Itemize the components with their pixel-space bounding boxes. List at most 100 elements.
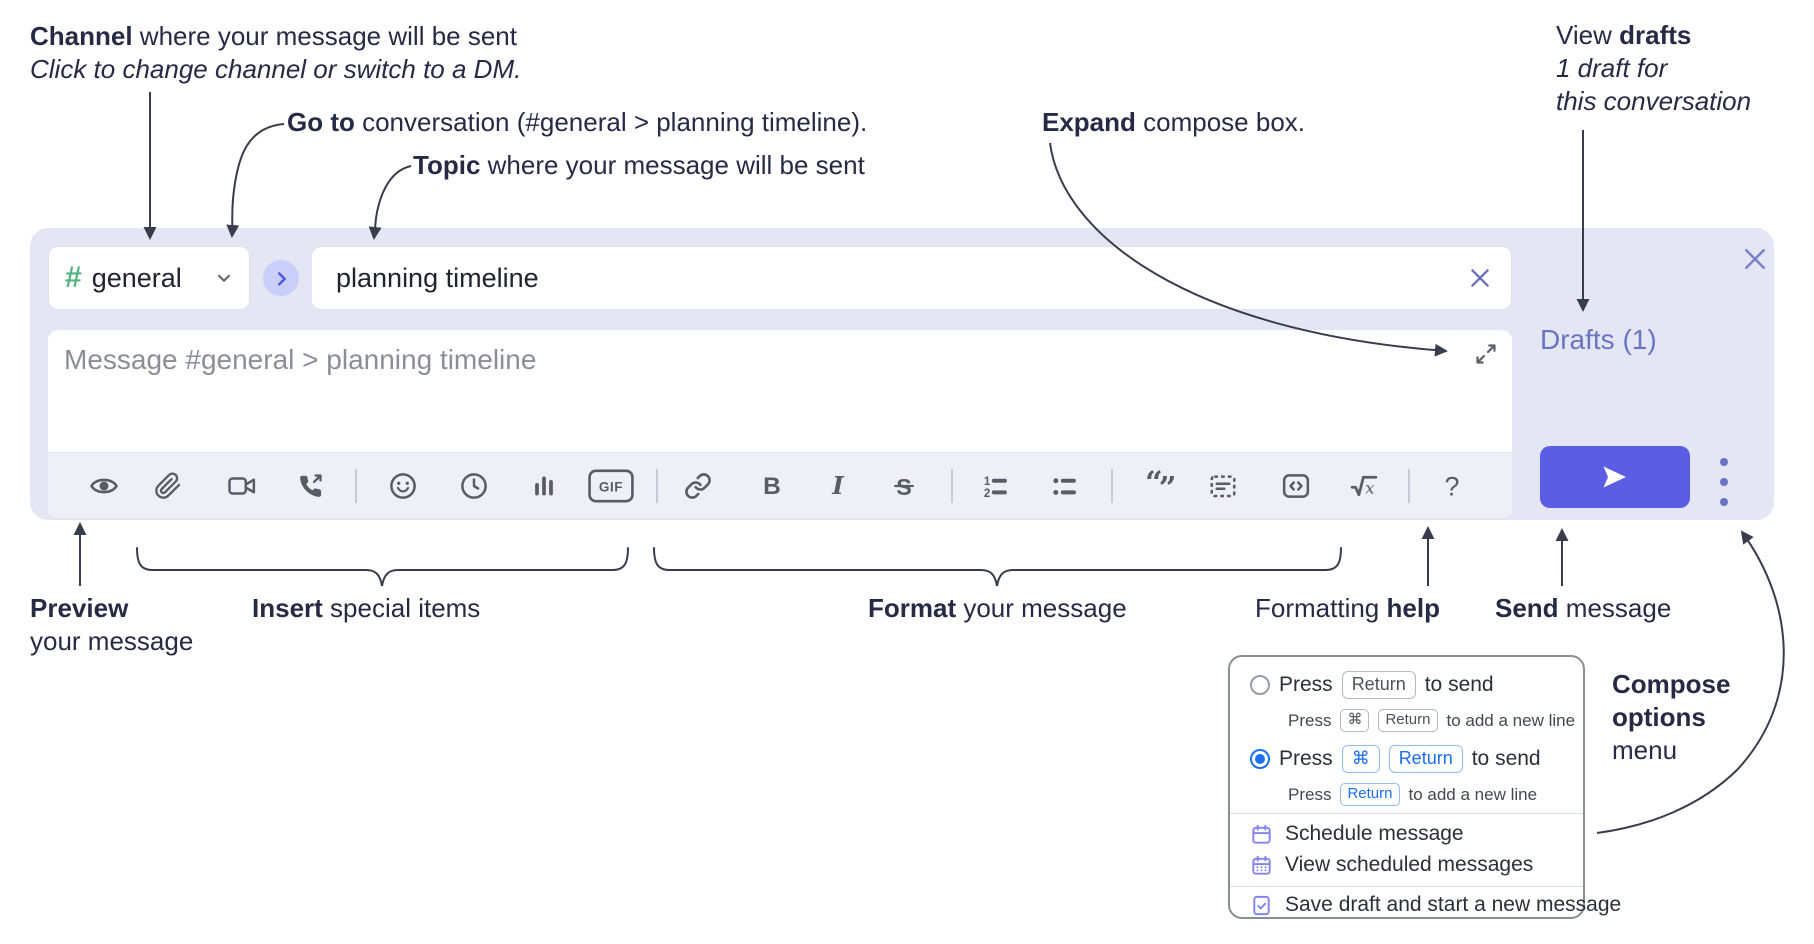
callout-send: Send message bbox=[1495, 593, 1672, 623]
compose-options-menu: Press Return to send Press ⌘ Return to a… bbox=[1228, 655, 1621, 919]
toolbar-divider bbox=[951, 469, 953, 503]
paperclip-icon bbox=[155, 472, 181, 499]
ordered-list-icon: 12 bbox=[984, 475, 1007, 500]
call-button[interactable] bbox=[288, 464, 332, 508]
link-button[interactable] bbox=[676, 464, 720, 508]
video-camera-icon bbox=[228, 477, 256, 495]
radio-selected[interactable] bbox=[1250, 749, 1270, 769]
code-block-icon bbox=[1210, 475, 1236, 498]
toolbar-divider bbox=[656, 469, 658, 503]
return-keycap: Return bbox=[1378, 709, 1438, 732]
calendar-grid-icon bbox=[1250, 854, 1273, 877]
formula-button[interactable]: x bbox=[1342, 464, 1386, 508]
svg-text:1: 1 bbox=[984, 475, 991, 488]
calendar-icon bbox=[1250, 823, 1273, 846]
chevron-right-icon bbox=[272, 269, 291, 288]
insert-brace bbox=[136, 547, 629, 587]
preview-button[interactable] bbox=[82, 464, 126, 508]
clear-topic-icon[interactable] bbox=[1467, 265, 1493, 291]
return-keycap: Return bbox=[1341, 671, 1416, 699]
italic-icon: I bbox=[831, 471, 845, 500]
svg-text:2: 2 bbox=[984, 487, 991, 500]
compose-options-button[interactable] bbox=[1716, 454, 1732, 510]
bullet-list-icon bbox=[1053, 478, 1076, 495]
goto-arrow bbox=[226, 123, 285, 238]
topic-input[interactable]: planning timeline bbox=[311, 246, 1512, 310]
quote-icon: “” bbox=[1145, 465, 1176, 507]
channel-hash-icon: # bbox=[65, 261, 82, 294]
code-icon bbox=[1282, 474, 1310, 498]
callout-channel-bold: Channel bbox=[30, 21, 133, 51]
eye-icon bbox=[90, 478, 118, 494]
send-icon bbox=[1603, 466, 1626, 488]
message-placeholder: Message #general > planning timeline bbox=[64, 344, 537, 375]
kebab-dot bbox=[1720, 458, 1728, 466]
menu-option-return-to-send[interactable]: Press Return to send bbox=[1250, 671, 1494, 699]
radio-unselected[interactable] bbox=[1250, 675, 1270, 695]
menu-item-view-scheduled[interactable]: View scheduled messages bbox=[1250, 853, 1533, 877]
emoji-button[interactable] bbox=[381, 464, 425, 508]
svg-text:B: B bbox=[763, 473, 781, 500]
menu-option-return-to-send-sub: Press ⌘ Return to add a new line bbox=[1288, 709, 1575, 732]
toolbar-divider bbox=[1111, 469, 1113, 503]
channel-selector-button[interactable]: # general bbox=[48, 246, 250, 310]
cmd-keycap: ⌘ bbox=[1341, 745, 1380, 773]
return-keycap: Return bbox=[1388, 745, 1463, 773]
emoji-smiley-icon bbox=[390, 473, 416, 499]
menu-option-cmd-return-to-send-sub: Press Return to add a new line bbox=[1288, 783, 1537, 806]
menu-option-cmd-return-to-send[interactable]: Press ⌘ Return to send bbox=[1250, 745, 1541, 773]
code-block-button[interactable] bbox=[1201, 464, 1245, 508]
callout-preview: Preview your message bbox=[30, 593, 194, 656]
svg-text:x: x bbox=[1365, 479, 1374, 498]
callout-go-to: Go to conversation (#general > planning … bbox=[287, 107, 868, 137]
blockquote-button[interactable]: “” bbox=[1139, 464, 1183, 508]
bold-icon: B bbox=[763, 473, 781, 500]
toolbar-divider bbox=[1408, 469, 1410, 503]
attach-file-button[interactable] bbox=[146, 464, 190, 508]
topic-value: planning timeline bbox=[336, 262, 539, 293]
strikethrough-icon: S bbox=[894, 474, 914, 500]
poll-button[interactable] bbox=[522, 464, 566, 508]
question-mark-icon: ? bbox=[1445, 471, 1460, 501]
format-brace bbox=[653, 547, 1342, 587]
drafts-link[interactable]: Drafts (1) bbox=[1540, 324, 1657, 355]
formatting-help-button[interactable]: ? bbox=[1430, 464, 1474, 508]
menu-item-schedule-message[interactable]: Schedule message bbox=[1250, 822, 1464, 846]
callout-insert: Insert special items bbox=[252, 593, 481, 623]
inline-code-button[interactable] bbox=[1274, 464, 1318, 508]
svg-text:?: ? bbox=[1445, 471, 1460, 501]
callout-channel: Channel where your message will be sent … bbox=[30, 20, 521, 86]
svg-text:”: ” bbox=[1159, 471, 1177, 507]
return-keycap: Return bbox=[1340, 783, 1400, 806]
gif-button[interactable]: GIF bbox=[585, 464, 637, 508]
send-button[interactable] bbox=[1540, 446, 1690, 508]
video-button[interactable] bbox=[220, 464, 264, 508]
toolbar-divider bbox=[355, 469, 357, 503]
menu-divider bbox=[1230, 813, 1583, 814]
save-draft-icon bbox=[1250, 894, 1273, 917]
bar-chart-icon bbox=[535, 476, 553, 496]
callout-channel-text: where your message will be sent bbox=[132, 21, 517, 51]
svg-text:I: I bbox=[831, 471, 845, 500]
callout-view-drafts: View drafts 1 draft for this conversatio… bbox=[1556, 20, 1752, 116]
menu-item-save-draft[interactable]: Save draft and start a new message bbox=[1250, 893, 1621, 917]
strikethrough-button[interactable]: S bbox=[882, 464, 926, 508]
clock-icon bbox=[461, 473, 487, 499]
bullet-list-button[interactable] bbox=[1042, 464, 1086, 508]
kebab-dot bbox=[1720, 478, 1728, 486]
message-input-area[interactable]: Message #general > planning timeline bbox=[48, 330, 1512, 518]
go-to-conversation-button[interactable] bbox=[263, 260, 299, 296]
close-compose-icon[interactable] bbox=[1740, 244, 1770, 274]
expand-compose-icon[interactable] bbox=[1474, 342, 1498, 366]
bold-button[interactable]: B bbox=[750, 464, 794, 508]
callout-compose-options: Compose options menu bbox=[1612, 669, 1731, 765]
svg-text:GIF: GIF bbox=[599, 480, 623, 495]
callout-channel-sub: Click to change channel or switch to a D… bbox=[30, 54, 522, 84]
italic-button[interactable]: I bbox=[816, 464, 860, 508]
link-icon bbox=[685, 473, 711, 499]
recent-clock-button[interactable] bbox=[452, 464, 496, 508]
callout-formatting-help: Formatting help bbox=[1255, 593, 1440, 623]
chevron-down-icon bbox=[213, 267, 235, 289]
